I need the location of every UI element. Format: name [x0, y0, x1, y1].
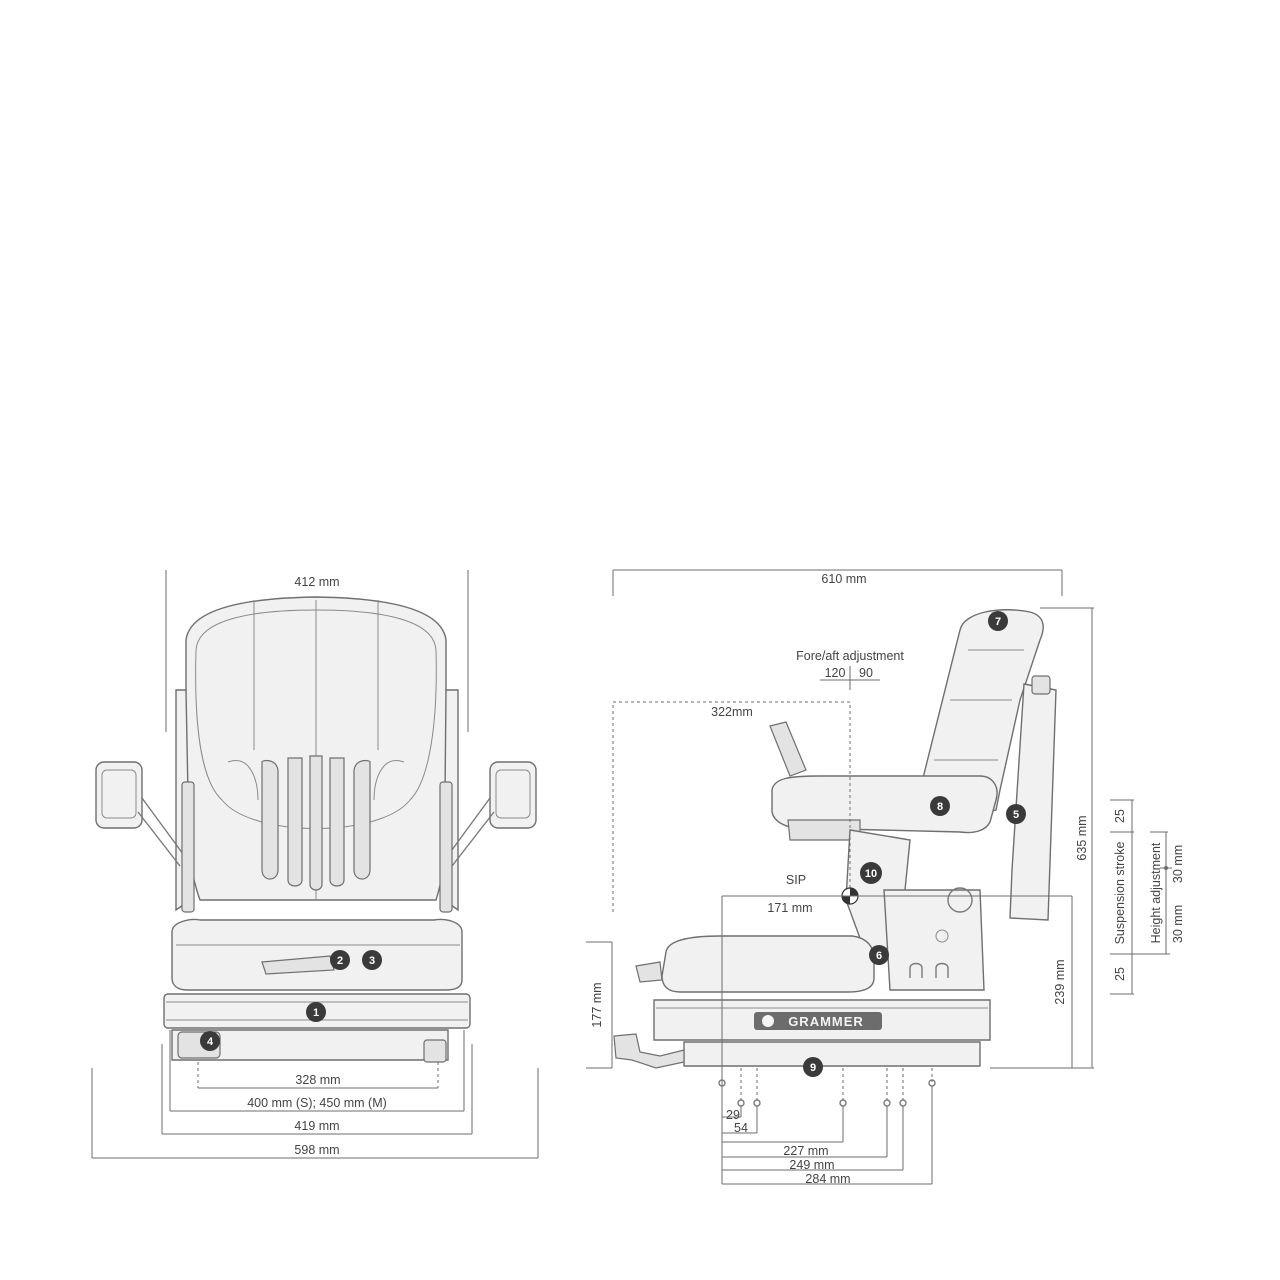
- dim-rail-54: 54: [734, 1121, 748, 1135]
- dim-sip-height: 239 mm: [1053, 959, 1067, 1004]
- side-backrest-seams: [934, 649, 1024, 761]
- dim-rail-284: 284 mm: [805, 1172, 850, 1186]
- side-belt-buckle: [769, 721, 807, 777]
- side-brand-plate: [754, 1012, 882, 1030]
- dim-overall-depth: 610 mm: [821, 572, 866, 586]
- callout-4: 4: [200, 1031, 220, 1051]
- callout-6: 6: [869, 945, 889, 965]
- svg-text:7: 7: [995, 616, 1001, 628]
- dim-suspension-top: 25: [1113, 809, 1127, 823]
- side-back-latch: [1031, 675, 1051, 695]
- suspension-stroke-label: Suspension stroke: [1113, 842, 1127, 945]
- height-adjustment-label: Height adjustment: [1149, 842, 1163, 943]
- front-right-belt: [439, 781, 453, 913]
- dim-overall-height: 635 mm: [1075, 815, 1089, 860]
- front-backrest-inner: [195, 609, 437, 829]
- callout-3: 3: [362, 950, 382, 970]
- front-adjustment-lever: [261, 955, 335, 975]
- dim-sip-depth-line: [612, 701, 851, 912]
- side-fore-aft-lever: [613, 1033, 685, 1069]
- side-armrest: [771, 775, 998, 834]
- dim-mount-inner: 328 mm: [295, 1073, 340, 1087]
- side-mount-slots: [909, 962, 949, 978]
- dim-height-adj-upper: 30 mm: [1171, 845, 1185, 883]
- dim-left-height: 177 mm: [590, 982, 604, 1027]
- side-recline-knob: [947, 887, 973, 913]
- front-right-armrest: [445, 761, 537, 867]
- front-view: 412 mm 328 mm 400 mm (S); 450 mm (M) 419…: [91, 570, 539, 1159]
- front-base: [171, 1029, 449, 1061]
- front-left-armrest: [95, 761, 187, 867]
- callout-1: 1: [306, 1002, 326, 1022]
- dim-rail-249: 249 mm: [789, 1158, 834, 1172]
- svg-text:2: 2: [337, 955, 343, 967]
- grammer-logo-icon: [762, 1015, 774, 1027]
- svg-text:9: 9: [810, 1062, 816, 1074]
- callout-9: 9: [803, 1057, 823, 1077]
- dim-rail-227: 227 mm: [783, 1144, 828, 1158]
- svg-text:8: 8: [937, 801, 943, 813]
- dim-top-width: 412 mm: [294, 575, 339, 589]
- fore-aft-forward: 90: [859, 666, 873, 680]
- callout-2: 2: [330, 950, 350, 970]
- front-base-block: [423, 1039, 447, 1063]
- fore-aft-label: Fore/aft adjustment: [796, 649, 904, 663]
- side-front-handle: [635, 961, 663, 983]
- callout-8: 8: [930, 796, 950, 816]
- side-brand-name: GRAMMER: [788, 1014, 864, 1029]
- dim-center-dot: [1164, 866, 1168, 870]
- dim-mount-outer: 400 mm (S); 450 mm (M): [247, 1096, 387, 1110]
- side-grammer-emblem: [935, 929, 949, 943]
- callout-10: 10: [860, 862, 882, 884]
- svg-text:4: 4: [207, 1036, 214, 1048]
- dim-rail-29: 29: [726, 1108, 740, 1122]
- dim-sip-to-rear: 171 mm: [767, 901, 812, 915]
- side-seat-cushion: [661, 935, 875, 993]
- dim-suspension-bottom: 25: [1113, 967, 1127, 981]
- side-base-rails: [683, 1041, 981, 1067]
- svg-text:3: 3: [369, 955, 375, 967]
- sip-label: SIP: [786, 873, 806, 887]
- side-backrest: [919, 609, 1044, 821]
- front-lumbar-ribs: [227, 755, 405, 891]
- dim-sip-depth: 322mm: [711, 705, 753, 719]
- side-back-plate: [1009, 683, 1057, 921]
- callout-7: 7: [988, 611, 1008, 631]
- dim-overall-width: 598 mm: [294, 1143, 339, 1157]
- side-view: GRAMMER 610 mm Fore/aft adjustment 120 9…: [586, 569, 1185, 1186]
- callout-5: 5: [1006, 804, 1026, 824]
- svg-text:5: 5: [1013, 809, 1019, 821]
- dim-height-adj-lower: 30 mm: [1171, 905, 1185, 943]
- svg-text:6: 6: [876, 950, 882, 962]
- front-seat-cushion: [171, 918, 463, 991]
- rail-hole-markers: [718, 1068, 936, 1107]
- svg-text:10: 10: [865, 868, 877, 880]
- dim-base-width: 419 mm: [294, 1119, 339, 1133]
- side-recline-mechanism: [883, 889, 985, 991]
- svg-text:1: 1: [313, 1007, 319, 1019]
- front-left-belt: [181, 781, 195, 913]
- fore-aft-back: 120: [825, 666, 846, 680]
